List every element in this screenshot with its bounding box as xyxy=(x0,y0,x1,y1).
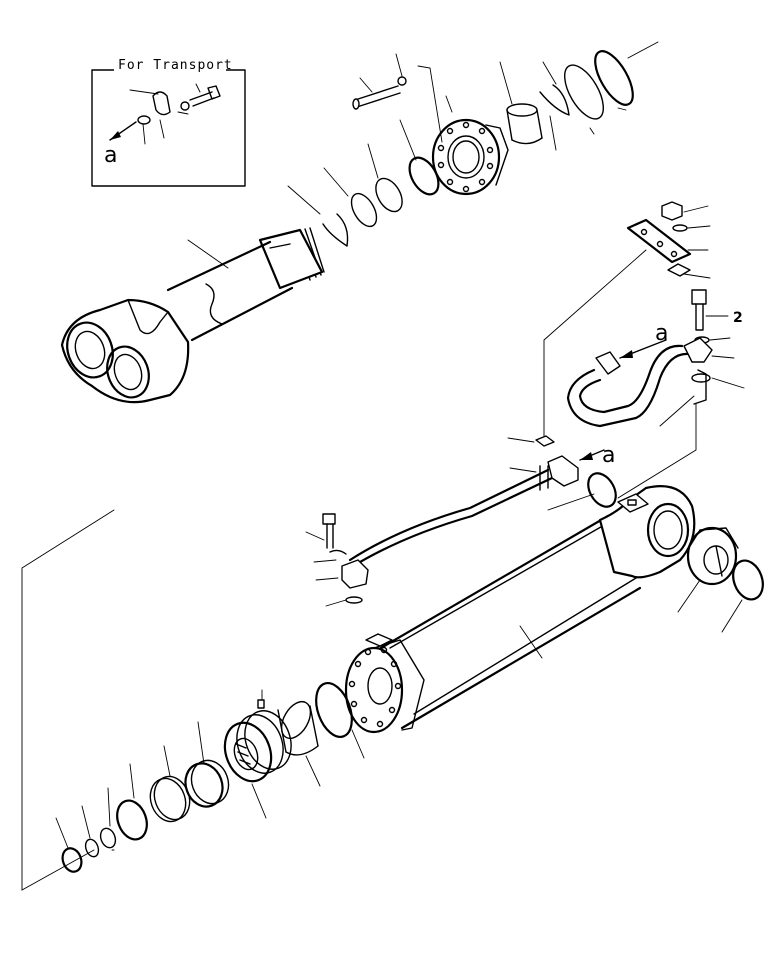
tube-o-ring xyxy=(345,596,363,604)
middle-pipe-assembly: a xyxy=(305,435,615,607)
piston-parts xyxy=(21,509,365,891)
cylinder-flange xyxy=(344,639,425,734)
backup-ring xyxy=(564,64,604,120)
head-flange xyxy=(431,118,509,196)
dust-seal xyxy=(350,192,378,228)
detail-mark-upper: a xyxy=(655,321,668,346)
nut-ring xyxy=(61,847,83,873)
snap-ring xyxy=(539,84,570,116)
small-plate xyxy=(535,435,555,447)
tube-bushing xyxy=(686,526,739,586)
tube-flange-lower xyxy=(341,559,369,589)
inset-bolt xyxy=(189,85,221,107)
upper-pipe-assembly: a 2 xyxy=(543,201,745,499)
small-o-ring xyxy=(84,838,100,858)
inset-title-bg xyxy=(114,59,226,75)
pipe-flange-left xyxy=(595,351,621,375)
spring-washer xyxy=(329,549,347,555)
plain-washer xyxy=(672,224,688,232)
rod-clevis xyxy=(60,298,190,404)
hex-nut xyxy=(661,201,683,221)
detail-mark-middle: a xyxy=(602,443,615,468)
piston-rod xyxy=(60,227,325,404)
inset-detail-mark: a xyxy=(104,143,117,168)
retaining-ring xyxy=(322,213,349,247)
u-clamp xyxy=(693,369,707,405)
inset-title: For Transport xyxy=(118,58,233,73)
spacer-block xyxy=(667,263,691,277)
tube-flange-upper xyxy=(547,455,579,487)
head-assembly xyxy=(287,41,659,247)
piston xyxy=(223,710,292,783)
inset-clamp xyxy=(152,91,171,116)
tube-clip xyxy=(539,465,549,491)
head-bolt xyxy=(354,85,401,108)
inset-ring xyxy=(137,115,151,125)
flange-bolt xyxy=(691,289,707,331)
long-tube xyxy=(348,468,550,562)
o-ring-large xyxy=(594,50,634,106)
inset-washer xyxy=(180,101,190,111)
transport-inset: For Transport a xyxy=(91,58,246,187)
buffer-ring xyxy=(375,177,403,213)
piston-seal xyxy=(116,799,148,841)
tube-dust-seal xyxy=(732,559,764,601)
piston-wear-ring xyxy=(277,700,319,756)
tube-end-seal xyxy=(587,472,617,508)
piston-o-ring xyxy=(315,682,353,738)
set-screw xyxy=(257,699,265,709)
rod-seal xyxy=(408,156,440,196)
inset-frame xyxy=(91,69,246,187)
callout-2: 2 xyxy=(733,310,743,326)
head-bolt-washer xyxy=(397,76,407,86)
cushion-ring xyxy=(99,827,117,849)
tube-loop xyxy=(566,352,692,428)
pipe-o-ring xyxy=(691,373,711,383)
head-bushing xyxy=(506,103,543,145)
cylinder-tube xyxy=(344,472,764,734)
tube-bolt xyxy=(322,513,336,525)
pipe-flange-right xyxy=(683,337,713,363)
